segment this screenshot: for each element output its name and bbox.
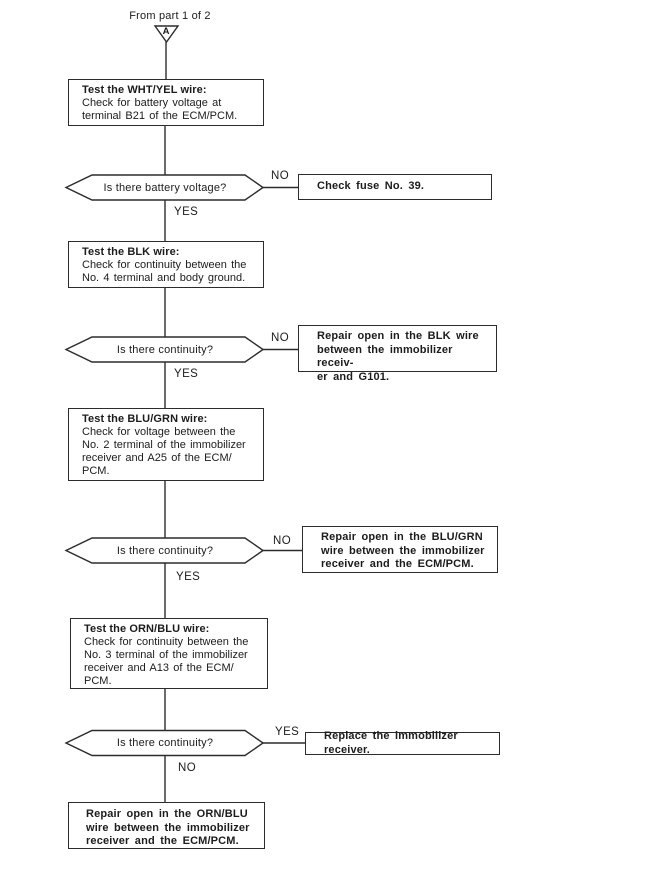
action-text: Check fuse No. 39.	[317, 180, 425, 193]
action-text: Repair open in the ORN/BLU wire between …	[86, 808, 250, 847]
decision-shape-q1	[64, 174, 265, 201]
step-test-wht-yel-wire: Test the WHT/YEL wire: Check for battery…	[68, 79, 264, 126]
action-check-fuse: Check fuse No. 39.	[298, 174, 492, 200]
decision-shape-q4	[64, 729, 265, 757]
decision-shape-q2	[64, 336, 265, 363]
step-title: Test the ORN/BLU wire:	[84, 623, 210, 635]
decision-continuity-1: Is there continuity?	[116, 343, 214, 356]
from-part-label: From part 1 of 2	[129, 10, 211, 22]
action-repair-blu-grn-wire: Repair open in the BLU/GRN wire between …	[302, 526, 498, 573]
branch-label-no-1: NO	[271, 170, 290, 182]
action-repair-orn-blu-wire: Repair open in the ORN/BLU wire between …	[68, 802, 265, 849]
step-title: Test the BLK wire:	[82, 246, 180, 258]
step-body: Check for continuity between the No. 3 t…	[84, 636, 249, 687]
branch-label-yes-3: YES	[176, 571, 201, 583]
step-body: Check for battery voltage at terminal B2…	[82, 97, 238, 122]
step-test-blk-wire: Test the BLK wire: Check for continuity …	[68, 241, 264, 288]
step-test-blu-grn-wire: Test the BLU/GRN wire: Check for voltage…	[68, 408, 264, 481]
branch-label-no-4: NO	[178, 762, 197, 774]
connector-letter: A	[162, 26, 170, 37]
action-text: Repair open in the BLU/GRN wire between …	[321, 531, 485, 570]
action-repair-blk-wire: Repair open in the BLK wire between the …	[298, 325, 497, 383]
step-test-orn-blu-wire: Test the ORN/BLU wire: Check for continu…	[70, 618, 268, 689]
branch-label-yes-2: YES	[174, 368, 199, 380]
step-title: Test the BLU/GRN wire:	[82, 413, 208, 425]
decision-continuity-3: Is there continuity?	[116, 736, 214, 749]
branch-label-yes-4: YES	[275, 726, 300, 738]
step-body: Check for voltage between the No. 2 term…	[82, 426, 246, 477]
branch-label-no-2: NO	[271, 332, 290, 344]
branch-label-no-3: NO	[273, 535, 292, 547]
action-replace-receiver: Replace the immobilizer receiver.	[305, 730, 500, 756]
action-text: Repair open in the BLK wire between the …	[317, 330, 479, 383]
decision-continuity-2: Is there continuity?	[116, 544, 214, 557]
connector-triangle	[153, 25, 180, 44]
step-title: Test the WHT/YEL wire:	[82, 84, 207, 96]
action-text: Replace the immobilizer receiver.	[324, 730, 458, 756]
branch-label-yes-1: YES	[174, 206, 199, 218]
decision-battery-voltage: Is there battery voltage?	[103, 181, 227, 194]
step-body: Check for continuity between the No. 4 t…	[82, 259, 247, 284]
decision-shape-q3	[64, 537, 265, 564]
